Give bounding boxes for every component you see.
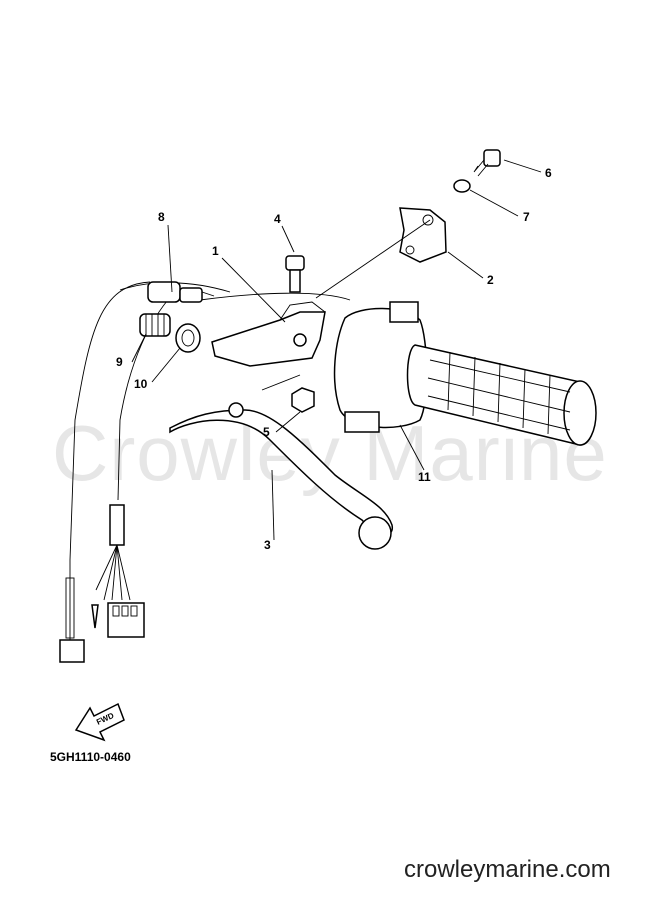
connector-large xyxy=(107,602,145,638)
part-number-8: 8 xyxy=(158,210,165,224)
part-9-adjuster xyxy=(139,313,171,337)
part-number-2: 2 xyxy=(487,273,494,287)
fwd-arrow: FWD xyxy=(74,702,125,742)
diagram-code: 5GH1110-0460 xyxy=(50,750,131,764)
site-name: crowleymarine.com xyxy=(404,856,611,883)
leader-lines xyxy=(131,159,542,541)
part-7-washer xyxy=(453,179,471,193)
cable-line xyxy=(117,294,173,501)
part-number-4: 4 xyxy=(274,212,281,226)
part-6-screw-head xyxy=(483,149,501,167)
handlebar-outline xyxy=(69,281,151,561)
part-number-5: 5 xyxy=(263,425,270,439)
part-number-10: 10 xyxy=(134,377,148,391)
part-number-11: 11 xyxy=(418,470,431,484)
part-number-9: 9 xyxy=(116,355,123,369)
part-number-7: 7 xyxy=(523,210,530,224)
part-number-3: 3 xyxy=(264,538,271,552)
connector-small xyxy=(59,639,85,663)
part-10-ring xyxy=(175,323,201,353)
part-1-bracket xyxy=(211,311,326,367)
part-5-nut xyxy=(291,387,315,413)
part-2-clamp xyxy=(399,207,447,263)
part-4-bolt-head xyxy=(285,255,305,271)
part-8-switch xyxy=(147,281,181,303)
part-number-1: 1 xyxy=(212,244,219,258)
wire-sleeve xyxy=(109,504,125,546)
part-number-6: 6 xyxy=(545,166,552,180)
